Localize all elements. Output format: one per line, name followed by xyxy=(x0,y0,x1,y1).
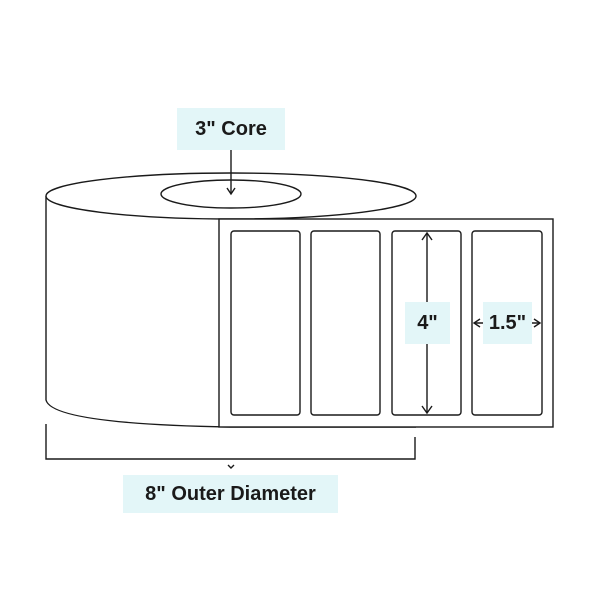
label-2 xyxy=(310,230,381,416)
label-width-label: 1.5" xyxy=(483,302,532,344)
label-1 xyxy=(230,230,301,416)
label-height-label: 4" xyxy=(405,302,450,344)
label-3 xyxy=(391,230,462,416)
width-arrow-head-left xyxy=(472,318,481,328)
core-label: 3" Core xyxy=(177,108,285,150)
outer-diameter-label: 8" Outer Diameter xyxy=(123,475,338,513)
height-arrow-head-top xyxy=(421,231,433,241)
label-4 xyxy=(471,230,543,416)
outer-diameter-tick xyxy=(227,464,235,469)
height-arrow-head-bottom xyxy=(421,405,433,415)
core-arrow-head xyxy=(226,187,236,196)
width-arrow-head-right xyxy=(533,318,542,328)
outer-diameter-bracket xyxy=(45,424,416,460)
